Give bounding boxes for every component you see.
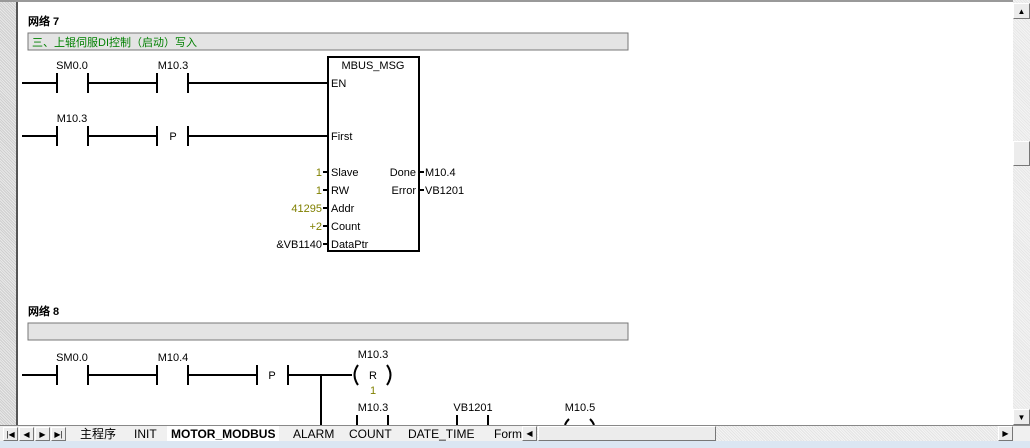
mbus-msg-block (327, 56, 420, 252)
coil-label: M10.5 (565, 402, 596, 414)
coil-label: M10.3 (358, 349, 389, 361)
contact-label: VB1201 (453, 402, 492, 414)
tab-alarm[interactable]: ALARM (293, 427, 335, 441)
done-value[interactable]: M10.4 (425, 167, 456, 179)
tab-date-time[interactable]: DATE_TIME (408, 427, 475, 441)
tab-motor-modbus[interactable]: MOTOR_MODBUS (167, 426, 280, 442)
dataptr-value[interactable]: &VB1140 (276, 239, 322, 251)
vertical-scroll-thumb[interactable] (1013, 141, 1030, 166)
contact-label: SM0.0 (56, 352, 88, 364)
vertical-scrollbar[interactable]: ▲ ▼ (1013, 0, 1030, 425)
pin-addr: Addr (331, 203, 355, 215)
pin-count: Count (331, 221, 360, 233)
network-7-comment: 三、上辊伺服DI控制（启动）写入 (32, 35, 197, 49)
coil-count[interactable]: 1 (370, 385, 376, 397)
pin-first: First (331, 131, 352, 143)
top-border (0, 0, 1013, 2)
pin-done: Done (390, 167, 416, 179)
tab-count[interactable]: COUNT (349, 427, 392, 441)
scroll-right-button[interactable]: ▶ (998, 426, 1013, 441)
tab-main-program[interactable]: 主程序 (80, 427, 117, 441)
error-value[interactable]: VB1201 (425, 185, 464, 197)
scroll-up-button[interactable]: ▲ (1013, 3, 1030, 19)
left-margin-strip (0, 0, 18, 425)
pin-rw: RW (331, 185, 350, 197)
scroll-down-button[interactable]: ▼ (1013, 409, 1030, 425)
contact-label: M10.3 (57, 113, 88, 125)
slave-value[interactable]: 1 (316, 167, 322, 179)
pin-en: EN (331, 78, 346, 90)
network-7-comment-bar[interactable] (27, 32, 629, 51)
addr-value[interactable]: 41295 (291, 203, 322, 215)
first-tab-button[interactable]: |◀ (3, 427, 18, 441)
prev-tab-button[interactable]: ◀ (19, 427, 34, 441)
horizontal-scroll-thumb[interactable] (538, 426, 716, 441)
network-8-title: 网络 8 (28, 304, 59, 318)
contact-label: M10.3 (358, 402, 389, 414)
pin-slave: Slave (331, 167, 359, 179)
status-strip (0, 441, 1030, 448)
next-tab-button[interactable]: ▶ (35, 427, 50, 441)
last-tab-button[interactable]: ▶| (51, 427, 66, 441)
pin-error: Error (392, 185, 417, 197)
pin-dataptr: DataPtr (331, 239, 369, 251)
tab-form[interactable]: Form (494, 427, 522, 441)
ladder-editor[interactable]: 网络 7 三、上辊伺服DI控制（启动）写入 SM0.0 M10.3 M10.3 … (18, 2, 1013, 425)
coil-type: R (369, 370, 377, 382)
network-7-title: 网络 7 (28, 14, 59, 28)
contact-label: M10.4 (158, 352, 189, 364)
count-value[interactable]: +2 (309, 221, 322, 233)
rw-value[interactable]: 1 (316, 185, 322, 197)
tab-init[interactable]: INIT (134, 427, 157, 441)
network-8-comment-bar[interactable] (27, 322, 629, 341)
scroll-left-button[interactable]: ◀ (522, 426, 537, 441)
block-name: MBUS_MSG (342, 60, 405, 72)
horizontal-scrollbar[interactable]: ◀ ▶ (522, 426, 1013, 441)
contact-type: P (268, 370, 275, 382)
contact-type: P (169, 131, 176, 143)
contact-label: M10.3 (158, 60, 189, 72)
contact-label: SM0.0 (56, 60, 88, 72)
